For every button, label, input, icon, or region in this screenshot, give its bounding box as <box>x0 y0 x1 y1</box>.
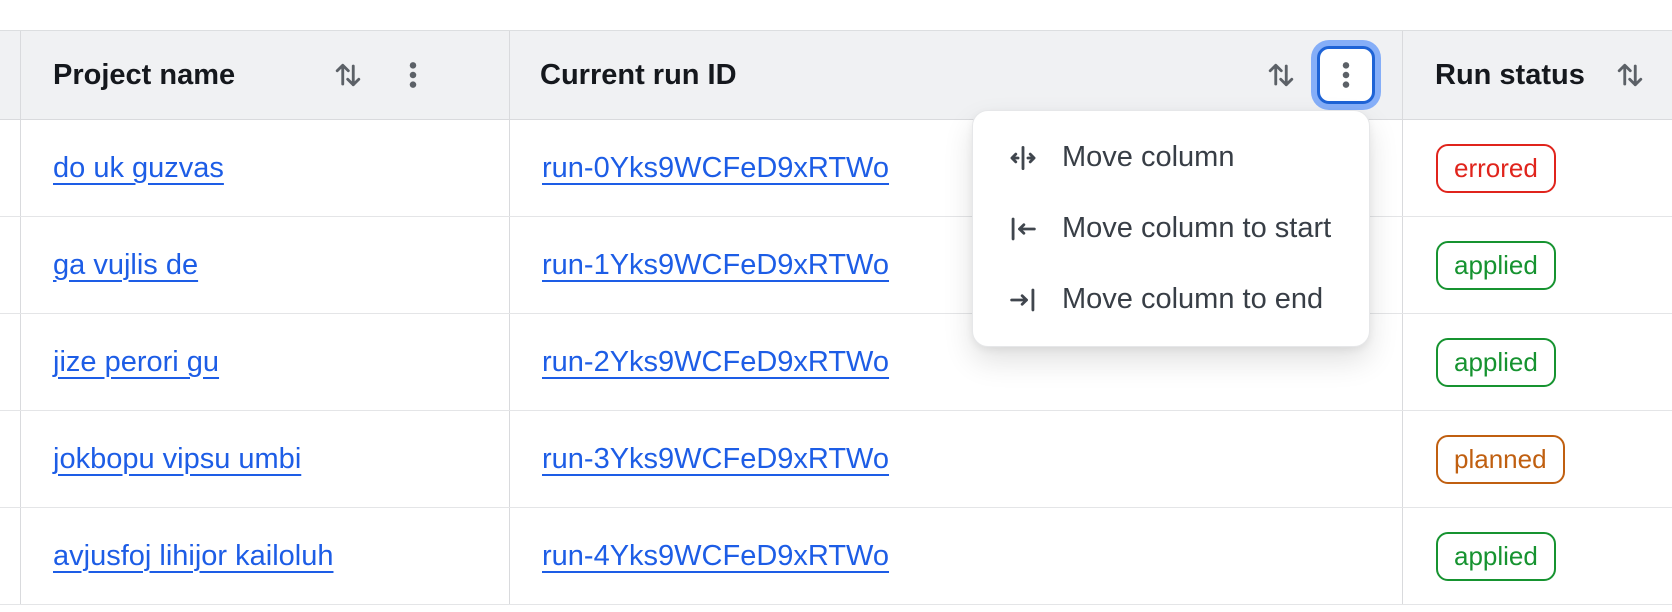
project-link[interactable]: avjusfoj lihijor kailoluh <box>53 539 334 572</box>
run-id-link[interactable]: run-3Yks9WCFeD9xRTWo <box>542 442 890 475</box>
left-edge-column-stub <box>0 411 21 507</box>
run-id-link[interactable]: run-0Yks9WCFeD9xRTWo <box>542 151 890 184</box>
kebab-vertical-icon[interactable] <box>396 58 430 92</box>
menu-item-move-column-to-end[interactable]: Move column to end <box>973 264 1369 335</box>
status-badge: applied <box>1436 240 1556 290</box>
menu-item-label: Move column to start <box>1062 212 1332 244</box>
left-edge-column-stub <box>0 508 21 604</box>
table-row: jokbopu vipsu umbi run-3Yks9WCFeD9xRTWo … <box>0 411 1672 508</box>
column-context-menu: Move column Move column to start Move co… <box>972 110 1370 347</box>
table-header-row: Project name Current run ID <box>0 30 1672 120</box>
run-id-cell: run-0Yks9WCFeD9xRTWo <box>510 120 1403 216</box>
column-label: Project name <box>53 58 236 91</box>
table-row: jize perori gu run-2Yks9WCFeD9xRTWo appl… <box>0 314 1672 411</box>
sort-arrows-icon[interactable] <box>1612 57 1648 93</box>
left-edge-column-stub <box>0 217 21 313</box>
run-status-cell: applied <box>1403 314 1672 410</box>
move-column-icon <box>1010 145 1036 170</box>
project-name-cell: do uk guzvas <box>21 120 510 216</box>
run-id-link[interactable]: run-2Yks9WCFeD9xRTWo <box>542 345 890 378</box>
project-link[interactable]: ga vujlis de <box>53 248 199 281</box>
run-id-cell: run-2Yks9WCFeD9xRTWo <box>510 314 1403 410</box>
project-name-cell: jokbopu vipsu umbi <box>21 411 510 507</box>
column-header-run-status: Run status <box>1403 31 1672 119</box>
column-header-project-name: Project name <box>21 31 510 119</box>
menu-item-label: Move column to end <box>1062 283 1324 315</box>
column-label: Run status <box>1435 58 1585 91</box>
status-badge: applied <box>1436 531 1556 581</box>
run-status-cell: planned <box>1403 411 1672 507</box>
column-header-current-run-id: Current run ID <box>510 31 1403 119</box>
table-row: avjusfoj lihijor kailoluh run-4Yks9WCFeD… <box>0 508 1672 605</box>
project-link[interactable]: jokbopu vipsu umbi <box>53 442 302 475</box>
menu-item-move-column-to-start[interactable]: Move column to start <box>973 193 1369 264</box>
project-name-cell: jize perori gu <box>21 314 510 410</box>
project-link[interactable]: jize perori gu <box>53 345 220 378</box>
run-status-cell: applied <box>1403 217 1672 313</box>
run-id-cell: run-4Yks9WCFeD9xRTWo <box>510 508 1403 604</box>
column-label: Current run ID <box>540 58 737 91</box>
run-status-cell: errored <box>1403 120 1672 216</box>
status-badge: errored <box>1436 143 1556 193</box>
status-badge: applied <box>1436 337 1556 387</box>
table-row: ga vujlis de run-1Yks9WCFeD9xRTWo applie… <box>0 217 1672 314</box>
run-id-cell: run-3Yks9WCFeD9xRTWo <box>510 411 1403 507</box>
menu-item-label: Move column <box>1062 141 1235 173</box>
status-badge: planned <box>1436 434 1565 484</box>
menu-item-move-column[interactable]: Move column <box>973 122 1369 193</box>
move-column-to-start-icon <box>1011 217 1036 240</box>
left-edge-column-stub <box>0 314 21 410</box>
runs-table: Project name Current run ID <box>0 30 1672 605</box>
sort-arrows-icon[interactable] <box>1263 57 1299 93</box>
table-row: do uk guzvas run-0Yks9WCFeD9xRTWo errore… <box>0 120 1672 217</box>
run-status-cell: applied <box>1403 508 1672 604</box>
kebab-vertical-icon-focused[interactable] <box>1317 46 1375 104</box>
left-edge-column-stub <box>0 31 21 119</box>
project-link[interactable]: do uk guzvas <box>53 151 224 184</box>
project-name-cell: ga vujlis de <box>21 217 510 313</box>
left-edge-column-stub <box>0 120 21 216</box>
run-id-link[interactable]: run-4Yks9WCFeD9xRTWo <box>542 539 890 572</box>
sort-arrows-icon[interactable] <box>330 57 366 93</box>
run-id-link[interactable]: run-1Yks9WCFeD9xRTWo <box>542 248 890 281</box>
run-id-cell: run-1Yks9WCFeD9xRTWo <box>510 217 1403 313</box>
move-column-to-end-icon <box>1010 288 1035 311</box>
project-name-cell: avjusfoj lihijor kailoluh <box>21 508 510 604</box>
